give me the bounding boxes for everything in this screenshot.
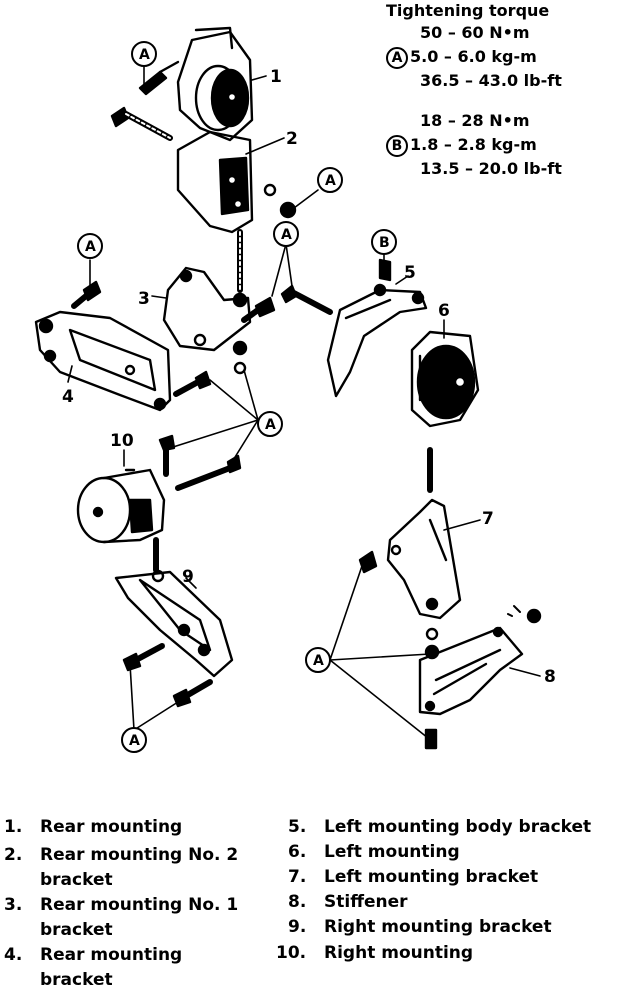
rear-mounting-part [176,26,254,142]
rear-mounting-bracket-part [34,310,172,412]
legend-item: 8.Stiffener [288,892,408,912]
torque-a-kgm: 5.0 – 6.0 kg-m [410,47,537,66]
torque-marker-b: B [386,134,408,157]
right-mounting-part [76,468,166,544]
torque-b-kgm: 1.8 – 2.8 kg-m [410,135,537,154]
rear-mounting-no1-bracket-part [162,266,252,352]
legend-item: 4.Rear mounting [4,945,183,965]
torque-marker-a: A [317,167,343,193]
bolt [172,679,213,708]
rear-mounting-no2-bracket-part [176,130,254,234]
torque-title: Tightening torque [386,1,550,20]
legend-item: 1.Rear mounting [4,817,183,837]
bolt [138,60,180,96]
torque-marker-a: A [77,233,103,259]
callout-7: 7 [482,509,494,529]
svg-text:A: A [139,47,150,63]
torque-marker-a: A [386,46,408,69]
bolt [71,280,102,309]
callout-3: 3 [138,289,150,309]
torque-a-lbft: 36.5 – 43.0 lb-ft [420,71,562,90]
legend-item-continued: bracket [40,920,113,940]
torque-b-lbft: 13.5 – 20.0 lb-ft [420,159,562,178]
stiffener-part [418,626,524,716]
bolt [173,370,212,397]
svg-text:A: A [85,239,96,255]
legend-item: 3.Rear mounting No. 1 [4,895,239,915]
svg-text:A: A [265,417,276,433]
right-mounting-bracket-part [114,569,234,678]
legend-item: 6.Left mounting [288,842,460,862]
svg-text:A: A [129,733,140,749]
callout-1: 1 [270,67,282,87]
svg-text:A: A [281,227,292,243]
torque-b-nm: 18 – 28 N•m [420,111,530,130]
callout-9: 9 [182,567,194,587]
bolt [110,106,173,141]
callout-10: 10 [110,431,134,451]
callout-4: 4 [62,387,74,407]
legend-item: 2.Rear mounting No. 2 [4,845,239,865]
svg-text:B: B [379,235,390,251]
legend-item: 10.Right mounting [276,943,474,963]
engine-mounting-diagram: 1 2 3 4 5 6 7 8 9 10 A A A A A [34,26,556,753]
bolt [280,284,333,315]
legend-item: 9.Right mounting bracket [288,917,552,937]
left-mounting-body-bracket-part [326,283,428,398]
torque-marker-a: A [257,411,283,437]
callout-8: 8 [544,667,556,687]
callout-6: 6 [438,301,450,321]
legend-item: 7.Left mounting bracket [288,867,539,887]
svg-text:A: A [313,653,324,669]
callout-2: 2 [286,129,298,149]
legend-item-continued: bracket [40,870,113,890]
bolt [241,296,276,323]
torque-marker-a: A [273,221,299,247]
bolt [158,434,176,477]
torque-marker-a: A [305,647,331,673]
torque-marker-a: A [131,41,157,67]
legend-item: 5.Left mounting body bracket [288,817,592,837]
torque-marker-a: A [121,727,147,753]
bolt [175,454,242,491]
left-mounting-bracket-part [386,498,462,620]
left-mounting-part [410,330,480,428]
torque-marker-b: B [371,229,397,255]
callout-5: 5 [404,263,416,283]
legend-item-continued: bracket [40,970,113,990]
bolt [122,643,165,672]
torque-a-nm: 50 – 60 N•m [420,23,530,42]
svg-text:A: A [325,173,336,189]
